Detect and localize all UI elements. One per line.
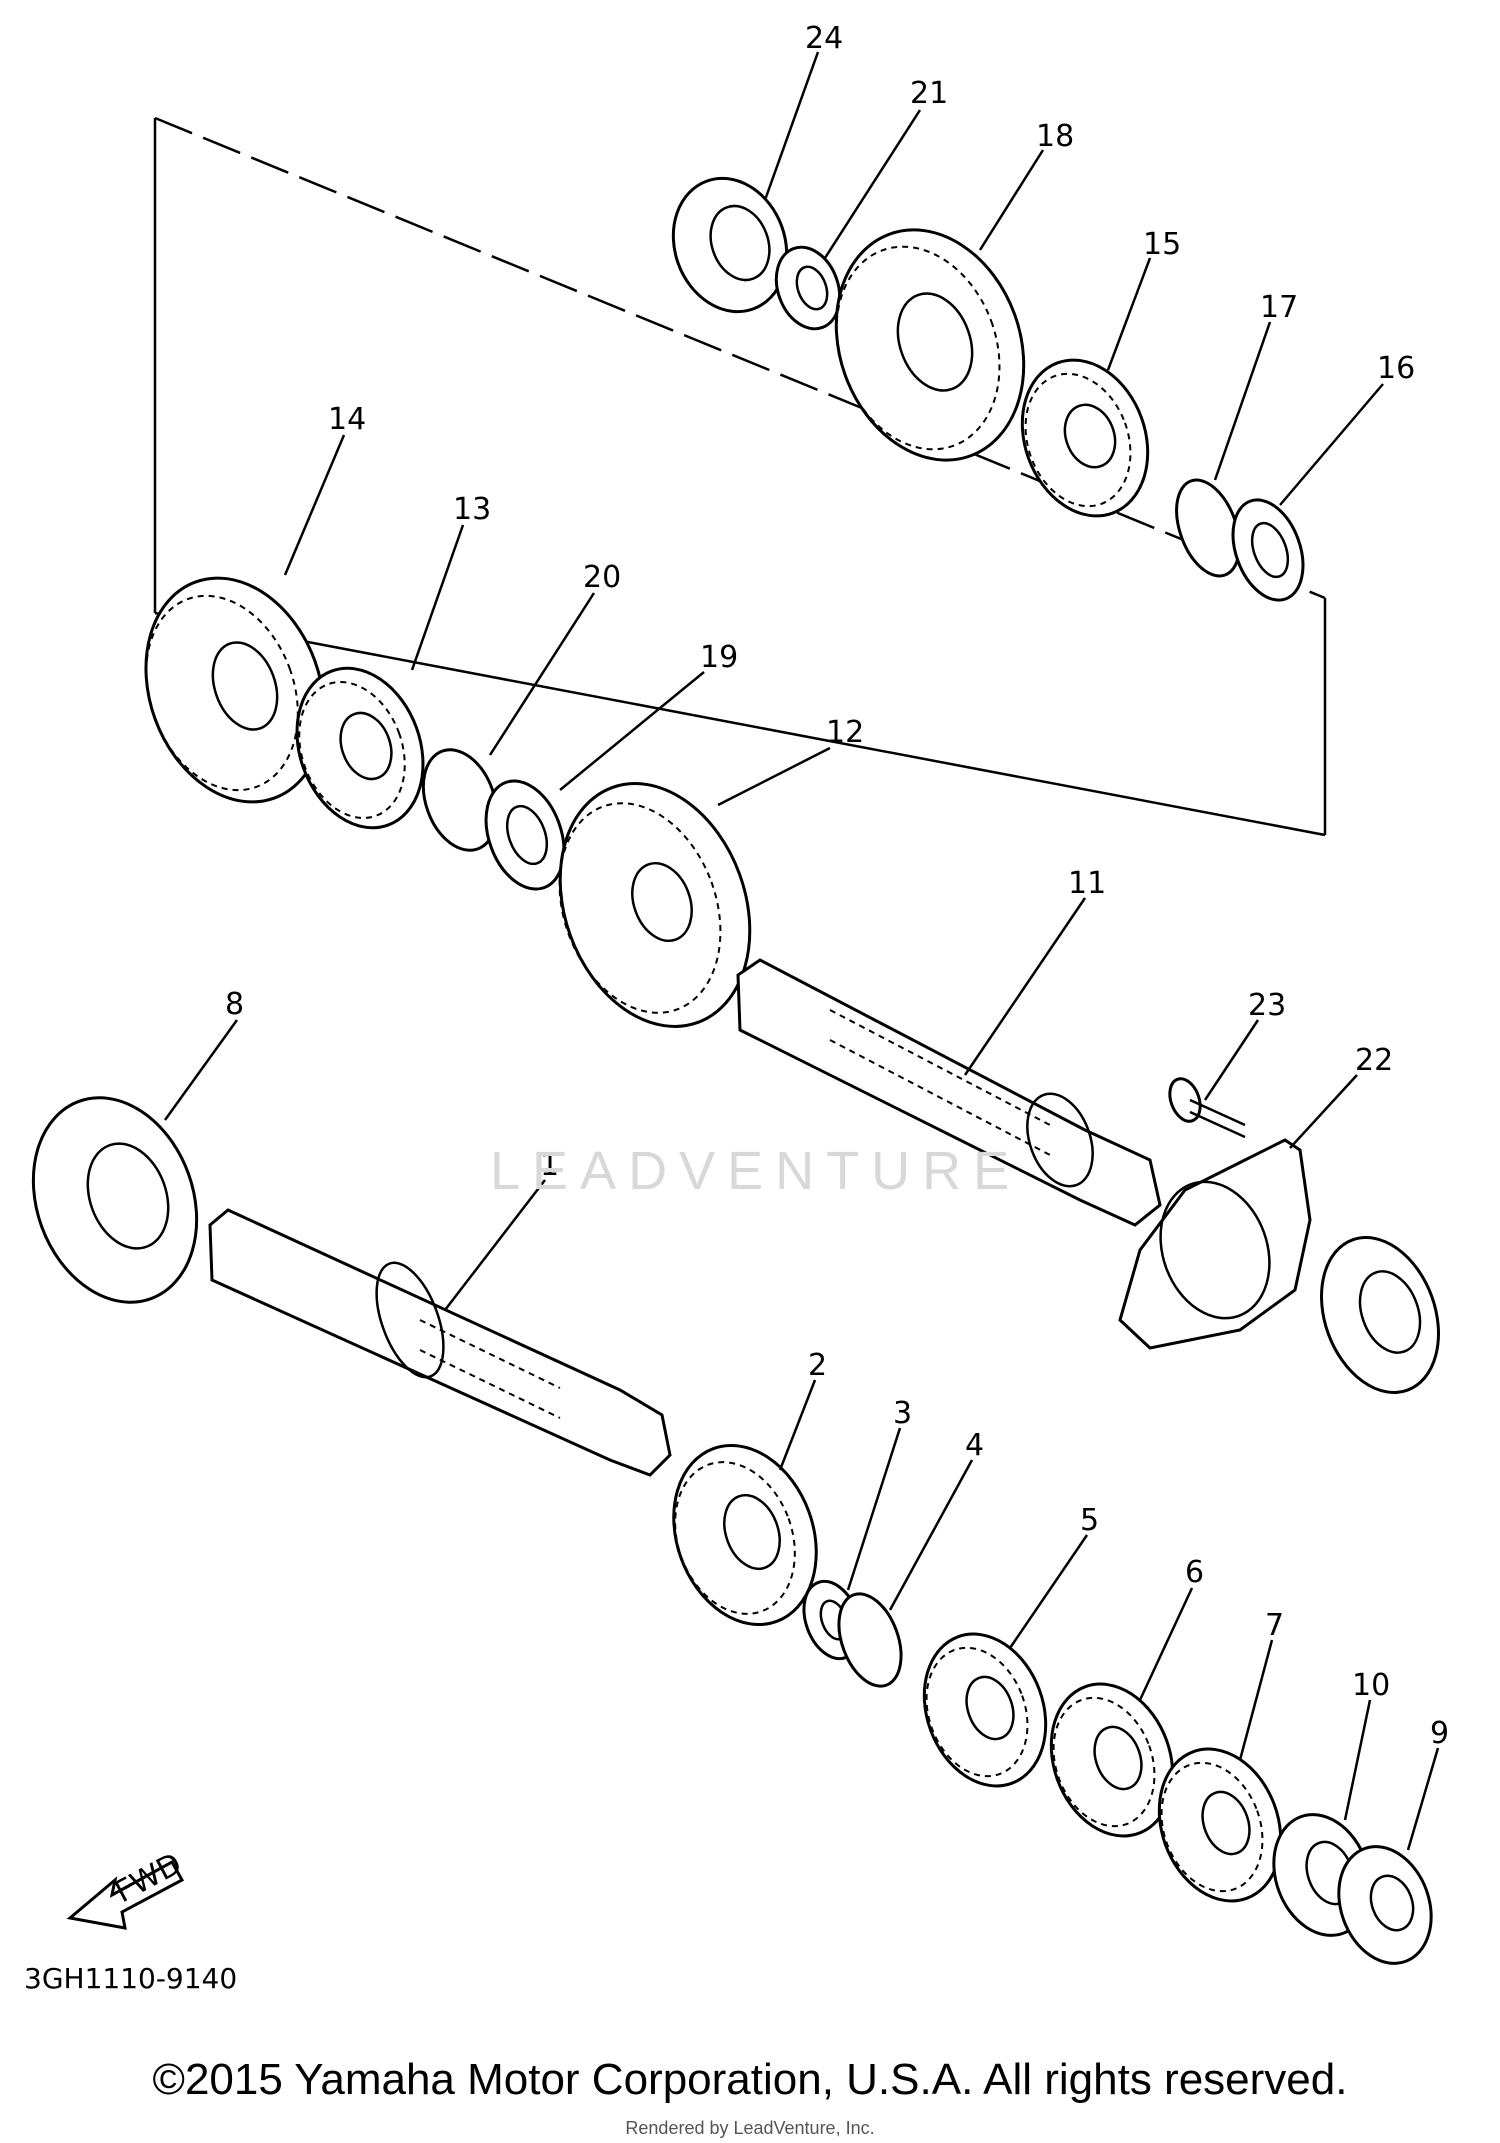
diagram-code: 3GH1110-9140 <box>24 1962 238 1995</box>
copyright-text: ©2015 Yamaha Motor Corporation, U.S.A. A… <box>152 2055 1348 2104</box>
callout-11: 11 <box>1068 866 1106 901</box>
callout-21: 21 <box>910 76 948 111</box>
callout-5: 5 <box>1080 1503 1099 1538</box>
circlip-4 <box>837 1592 903 1688</box>
assembly-boundary <box>153 116 1327 837</box>
gear-15 <box>1020 358 1150 518</box>
bearing-8 <box>31 1096 199 1304</box>
screw-23 <box>1168 1077 1246 1139</box>
callout-19: 19 <box>700 640 738 675</box>
gear-14 <box>144 576 326 804</box>
rendered-by-text: Rendered by LeadVenture, Inc. <box>625 2118 875 2138</box>
callout-15: 15 <box>1143 227 1181 262</box>
gear-6 <box>1049 1682 1175 1838</box>
gear-13 <box>295 666 425 830</box>
callout-23: 23 <box>1248 988 1286 1023</box>
callout-20: 20 <box>583 560 621 595</box>
plate-22 <box>1118 1138 1312 1350</box>
callout-1: 1 <box>540 1148 559 1183</box>
callout-labels: 24 21 18 15 17 16 14 13 20 19 12 11 23 2… <box>225 21 1449 1751</box>
bearing-24 <box>671 176 789 314</box>
circlip-20 <box>421 748 499 852</box>
callout-12: 12 <box>826 715 864 750</box>
fwd-label: FWD <box>109 1846 187 1910</box>
fwd-arrow-icon: FWD <box>66 1846 188 1930</box>
callout-3: 3 <box>893 1396 912 1431</box>
callout-9: 9 <box>1430 1716 1449 1751</box>
gear-12 <box>558 782 752 1028</box>
callout-10: 10 <box>1352 1668 1390 1703</box>
washer-16 <box>1231 498 1305 602</box>
gear-18 <box>834 228 1026 462</box>
callout-4: 4 <box>965 1428 984 1463</box>
washer-19 <box>484 779 566 891</box>
leader-lines <box>163 51 1440 1851</box>
callout-18: 18 <box>1036 119 1074 154</box>
callout-2: 2 <box>808 1348 827 1383</box>
callout-8: 8 <box>225 987 244 1022</box>
callout-13: 13 <box>453 492 491 527</box>
gear-5 <box>922 1632 1048 1788</box>
bearing-9 <box>1337 1845 1433 1965</box>
callout-7: 7 <box>1265 1608 1284 1643</box>
callout-17: 17 <box>1260 290 1298 325</box>
callout-24: 24 <box>805 21 843 56</box>
watermark: LEADVENTURE <box>490 1141 1022 1201</box>
gear-2 <box>672 1443 818 1627</box>
callout-16: 16 <box>1377 351 1415 386</box>
washer-21 <box>774 245 842 331</box>
main-shaft-1 <box>208 1208 672 1477</box>
main-axle-11 <box>736 958 1162 1227</box>
callout-22: 22 <box>1355 1043 1393 1078</box>
callout-6: 6 <box>1185 1555 1204 1590</box>
bearing-right <box>1320 1236 1440 1394</box>
gear-7 <box>1157 1747 1283 1903</box>
callout-14: 14 <box>328 402 366 437</box>
